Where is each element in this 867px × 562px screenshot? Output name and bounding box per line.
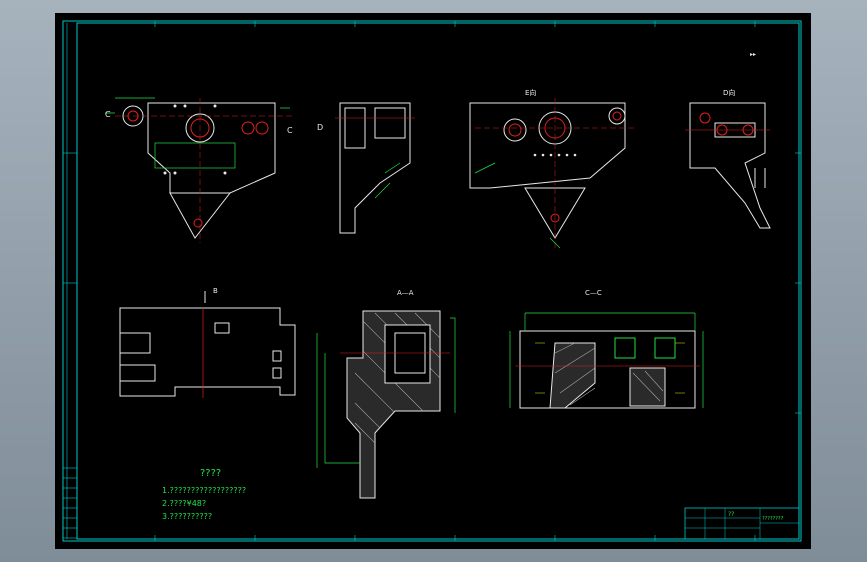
d-view (685, 102, 771, 229)
a-a-section (316, 310, 456, 499)
technical-notes: ???? 1.?????????????????? 2.????¥48? 3.?… (162, 468, 246, 521)
left-c-marker: C (105, 110, 111, 119)
title-block-number: ???????? (762, 516, 784, 522)
e-view-label: E向 (525, 88, 536, 97)
inner-frame (76, 22, 800, 540)
c-c-section (509, 312, 704, 409)
revision-strip (62, 467, 78, 539)
title-block: ?? ???????? (684, 507, 800, 540)
a-a-label: A—A (397, 289, 414, 297)
notes-title: ???? (200, 468, 221, 479)
cad-drawing: C C D (62, 20, 802, 542)
d-view-label: D向 (723, 88, 735, 97)
right-c-marker: C (287, 126, 293, 135)
b-view-label: B (213, 287, 218, 295)
notes-line-3: 3.?????????? (162, 512, 212, 521)
zone-ticks (63, 21, 801, 541)
corner-tag: ▸▸ (750, 51, 756, 58)
b-view (119, 291, 296, 398)
notes-line-2: 2.????¥48? (162, 499, 206, 508)
title-block-name: ?? (728, 511, 734, 518)
side-d-marker: D (317, 123, 323, 132)
e-view (469, 98, 635, 249)
c-c-label: C—C (585, 289, 602, 297)
outer-frame (62, 20, 802, 542)
side-view (335, 102, 415, 234)
front-view (105, 97, 295, 243)
drawing-sheet: C C D (55, 13, 811, 549)
notes-line-1: 1.?????????????????? (162, 486, 246, 495)
